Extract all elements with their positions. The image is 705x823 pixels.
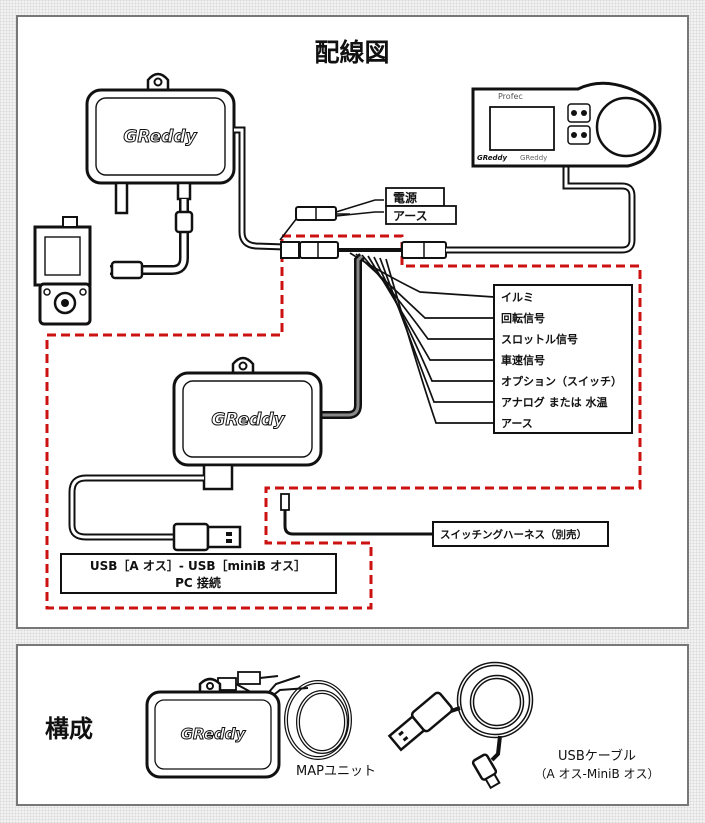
signal-item: 車速信号 — [501, 353, 545, 367]
usb-a-connector-tip — [387, 714, 426, 752]
components-panel: 構成 GReddy MAPユニット — [16, 644, 689, 806]
diagram-title: 配線図 — [314, 38, 389, 67]
controller-button-upper — [567, 103, 591, 123]
module-top-port-right — [176, 181, 192, 201]
signal-item: アース — [501, 417, 533, 430]
hose-coupler-lower — [110, 260, 144, 280]
module-top-port-left — [114, 181, 129, 215]
map-unit-label: MAPユニット — [296, 764, 376, 779]
signal-item: スロットル信号 — [501, 332, 578, 346]
components-panel-frame — [16, 644, 689, 806]
junction-connector-left — [280, 241, 300, 259]
usb-cable-label-line1: USBケーブル — [558, 748, 636, 764]
signal-item: イルミ — [501, 291, 534, 304]
components-map-brand: GReddy — [181, 725, 247, 743]
controller-screen — [489, 106, 555, 151]
components-connector-b — [237, 671, 261, 685]
signal-wires — [349, 252, 495, 424]
switching-harness-label-box — [432, 521, 609, 547]
controller-mode-text: Profec — [498, 92, 523, 101]
switching-harness-plug — [280, 493, 290, 511]
controller-brand: GReddy — [477, 154, 508, 162]
power-label: 電源 — [393, 190, 417, 205]
signals-list: イルミ 回転信号 スロットル信号 車速信号 オプション（スイッチ） アナログ ま… — [501, 291, 622, 430]
ground-label: アース — [393, 209, 428, 223]
components-map-unit: GReddy — [145, 671, 352, 779]
module-top-body — [85, 88, 236, 185]
usb-cable-label-line2: （A オス-MiniB オス） — [534, 767, 659, 781]
module-top-brand: GReddy — [123, 127, 197, 147]
ground-label-box — [385, 205, 457, 225]
sensor-body — [33, 225, 92, 287]
signal-item: アナログ または 水温 — [501, 395, 607, 409]
usb-label-box — [60, 553, 337, 594]
map-unit-brand: GReddy — [211, 410, 285, 430]
hose-coupler-upper — [174, 210, 194, 234]
usb-a-plug-body — [172, 522, 210, 552]
controller-dial — [595, 96, 657, 158]
controller-bottom-text: GReddy — [520, 154, 547, 162]
components-heading: 構成 — [45, 715, 93, 743]
usb-label-line2: PC 接続 — [175, 575, 221, 590]
wiring-diagram-panel: 配線図 GReddy — [16, 15, 689, 629]
switching-harness-wire — [283, 510, 433, 536]
dashed-boundary — [45, 234, 642, 610]
components-map-body — [145, 690, 281, 779]
usb-label-line1: USB［A オス］- USB［miniB オス］ — [90, 558, 306, 573]
map-unit-body — [172, 371, 323, 467]
usb-a-plug-tip — [206, 525, 242, 549]
signal-item: オプション（スイッチ） — [501, 374, 622, 388]
map-unit-usb-port — [202, 463, 234, 491]
components-usb-cable — [387, 661, 534, 790]
junction-connector-mid — [299, 241, 339, 259]
signals-label-box — [493, 284, 633, 434]
display-controller: Profec GReddy GReddy — [471, 81, 662, 168]
switching-harness-label: スイッチングハーネス（別売） — [440, 528, 587, 541]
pressure-sensor — [33, 216, 92, 326]
signal-item: 回転信号 — [501, 311, 545, 325]
controller-button-lower — [567, 125, 591, 145]
map-unit: GReddy — [172, 356, 323, 491]
usb-minib-connector-tip — [484, 772, 501, 790]
